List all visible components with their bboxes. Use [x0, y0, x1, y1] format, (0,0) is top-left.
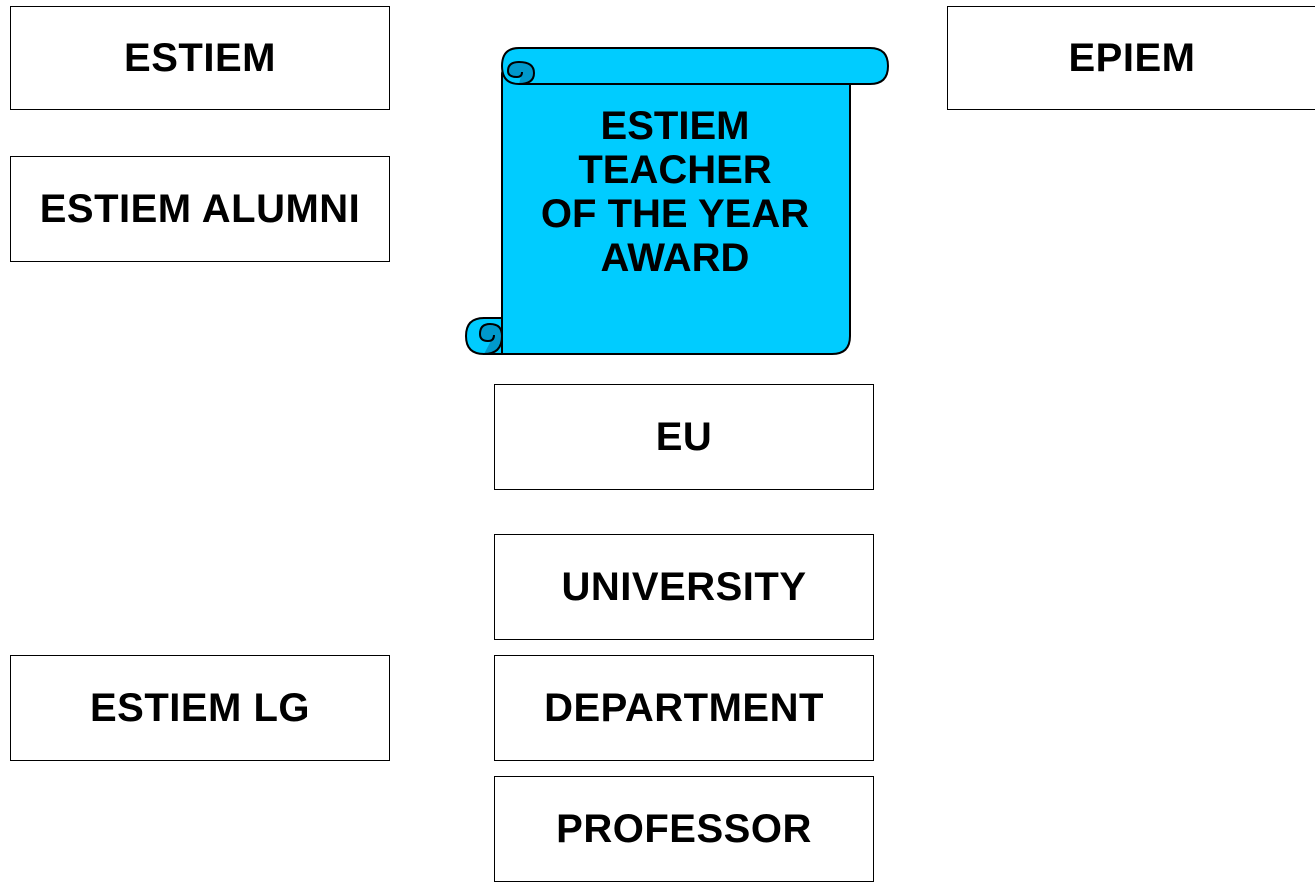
estiem-alumni-box: ESTIEM ALUMNI	[10, 156, 390, 262]
scroll-shape-icon	[464, 47, 890, 355]
award-line-2: TEACHER	[578, 148, 772, 192]
university-box: UNIVERSITY	[494, 534, 874, 640]
professor-box: PROFESSOR	[494, 776, 874, 882]
estiem-box: ESTIEM	[10, 6, 390, 110]
estiem-lg-box: ESTIEM LG	[10, 655, 390, 761]
eu-box: EU	[494, 384, 874, 490]
award-title: ESTIEM TEACHER OF THE YEAR AWARD	[500, 104, 850, 280]
department-box: DEPARTMENT	[494, 655, 874, 761]
award-line-4: AWARD	[600, 236, 750, 280]
epiem-box: EPIEM	[947, 6, 1315, 110]
award-line-1: ESTIEM	[600, 104, 750, 148]
award-scroll: ESTIEM TEACHER OF THE YEAR AWARD	[462, 44, 892, 356]
award-line-3: OF THE YEAR	[540, 192, 810, 236]
